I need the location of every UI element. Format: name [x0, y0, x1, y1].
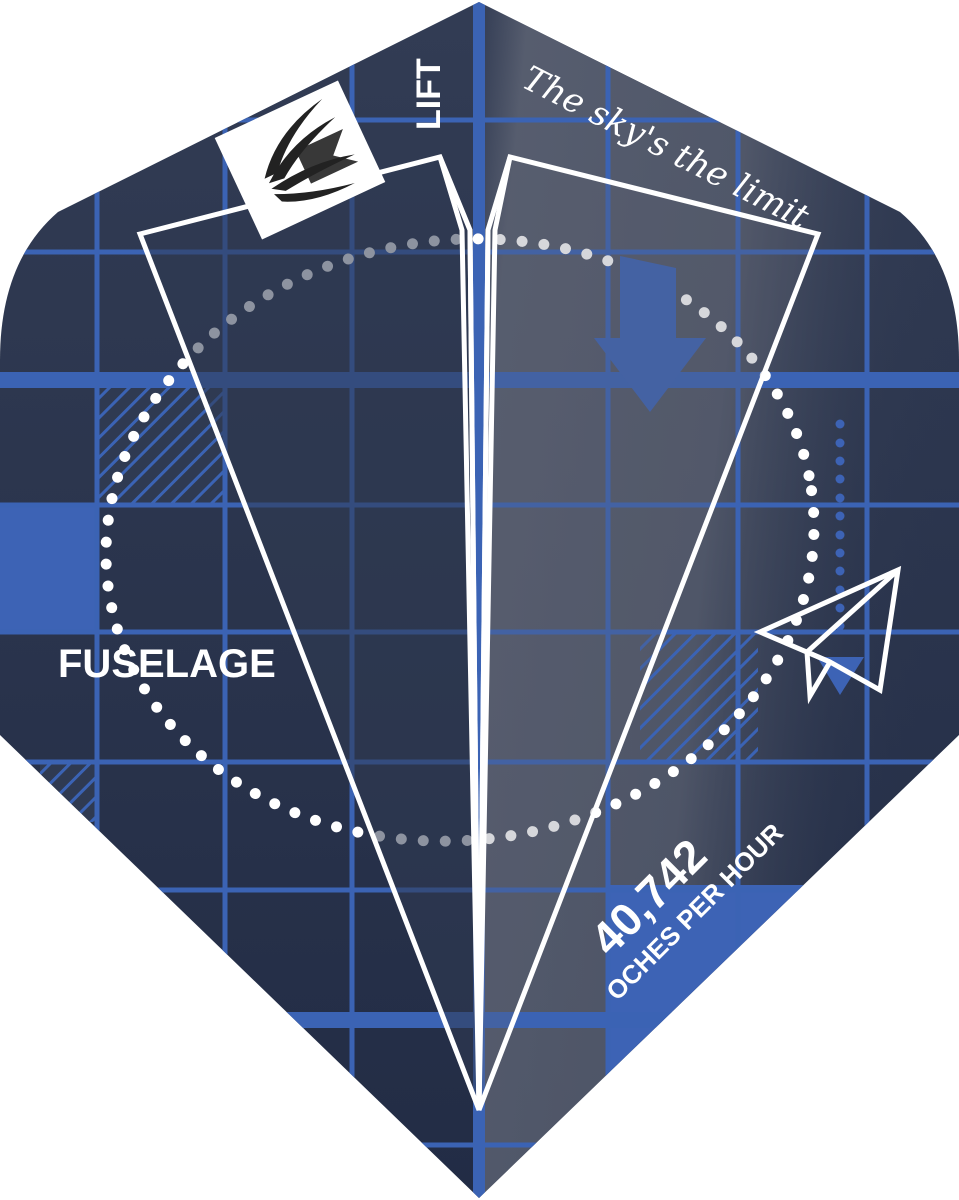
fuselage-label: FUSELAGE: [58, 642, 276, 686]
target-logo-badge: [214, 80, 386, 240]
blue-dotted-line: [835, 419, 845, 631]
paper-plane-wings: [136, 153, 822, 1111]
target-logo-icon: [264, 98, 359, 202]
paper-plane-icon: [753, 565, 902, 705]
blue-block: [0, 505, 97, 633]
hatch-area: [40, 762, 98, 822]
lift-label: LIFT: [410, 58, 448, 130]
down-arrow-icon: [594, 256, 706, 412]
